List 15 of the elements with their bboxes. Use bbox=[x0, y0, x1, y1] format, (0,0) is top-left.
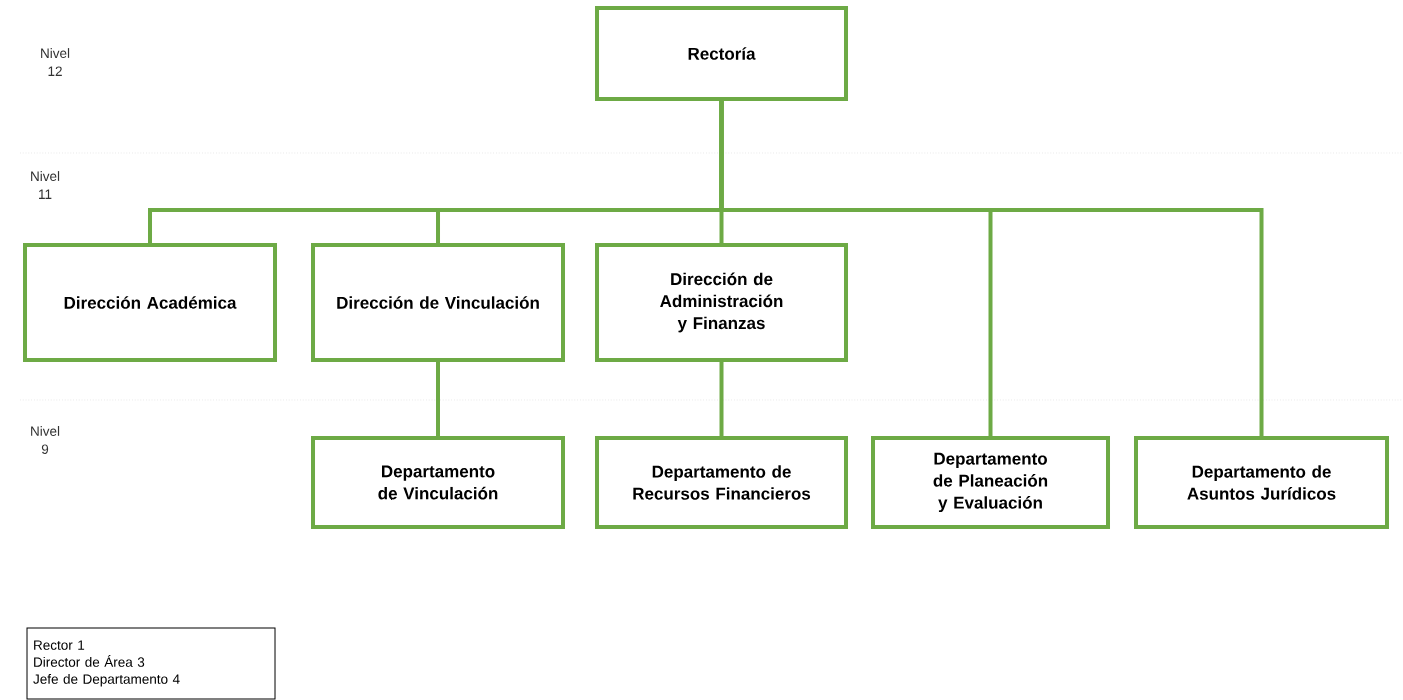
org-box: Departamento de Planeación y Evaluación bbox=[871, 436, 1110, 529]
org-box: Dirección de Administración y Finanzas bbox=[595, 243, 848, 362]
org-box: Departamento de Recursos Financieros bbox=[595, 436, 848, 529]
connector-line bbox=[436, 362, 440, 436]
level-label: Nivel 11 bbox=[31, 171, 60, 199]
level-label: Nivel 9 bbox=[31, 426, 60, 454]
key-box: Rector 1 Director de Área 3 Jefe de Departamento 4 bbox=[26, 627, 276, 700]
connector-line bbox=[719, 101, 1264, 436]
org-box: Departamento de Asuntos Jurídicos bbox=[1134, 436, 1389, 529]
org-box: Departamento de Vinculación bbox=[311, 436, 565, 529]
level-label: Nivel 12 bbox=[41, 48, 70, 76]
org-box: Rectoría bbox=[595, 6, 848, 101]
org-box: Dirección de Vinculación bbox=[311, 243, 565, 362]
org-box: Dirección Académica bbox=[23, 243, 277, 362]
connector-line bbox=[719, 362, 724, 436]
